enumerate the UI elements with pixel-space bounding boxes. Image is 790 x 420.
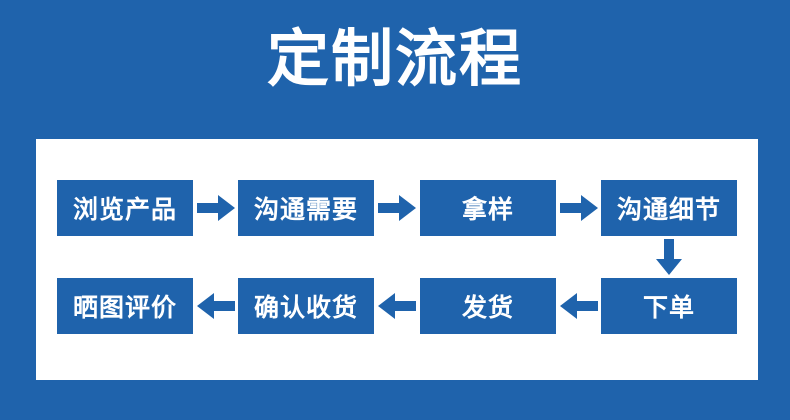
flow-row-1: 浏览产品 沟通需要 拿样 [36, 180, 758, 236]
flow-step-label: 下单 [642, 293, 695, 322]
flow-step-browse-products[interactable]: 浏览产品 [57, 180, 193, 236]
flow-step-place-order[interactable]: 下单 [601, 278, 737, 334]
flow-step-confirm-receipt[interactable]: 确认收货 [238, 278, 374, 334]
arrow-left-icon [374, 278, 420, 334]
flow-step-communicate-needs[interactable]: 沟通需要 [238, 180, 374, 236]
flow-step-label: 拿样 [461, 195, 514, 224]
flow-chart-panel: 浏览产品 沟通需要 拿样 [36, 139, 758, 380]
flow-step-label: 沟通需要 [253, 195, 358, 224]
flow-step-share-photos-review[interactable]: 晒图评价 [57, 278, 193, 334]
page-title: 定制流程 [266, 22, 523, 95]
arrow-right-icon [556, 180, 602, 236]
flow-step-label: 确认收货 [253, 293, 358, 322]
flow-step-shipping[interactable]: 发货 [420, 278, 556, 334]
flow-step-label: 浏览产品 [72, 195, 177, 224]
arrow-right-icon [193, 180, 239, 236]
flow-row-2: 晒图评价 确认收货 发货 [36, 278, 758, 334]
arrow-down-icon [649, 238, 689, 276]
arrow-right-icon [374, 180, 420, 236]
flow-step-label: 发货 [461, 293, 514, 322]
flow-step-take-sample[interactable]: 拿样 [420, 180, 556, 236]
arrow-left-icon [556, 278, 602, 334]
flow-step-label: 晒图评价 [72, 293, 177, 322]
flow-step-label: 沟通细节 [616, 195, 721, 224]
flow-step-communicate-details[interactable]: 沟通细节 [601, 180, 737, 236]
arrow-left-icon [193, 278, 239, 334]
